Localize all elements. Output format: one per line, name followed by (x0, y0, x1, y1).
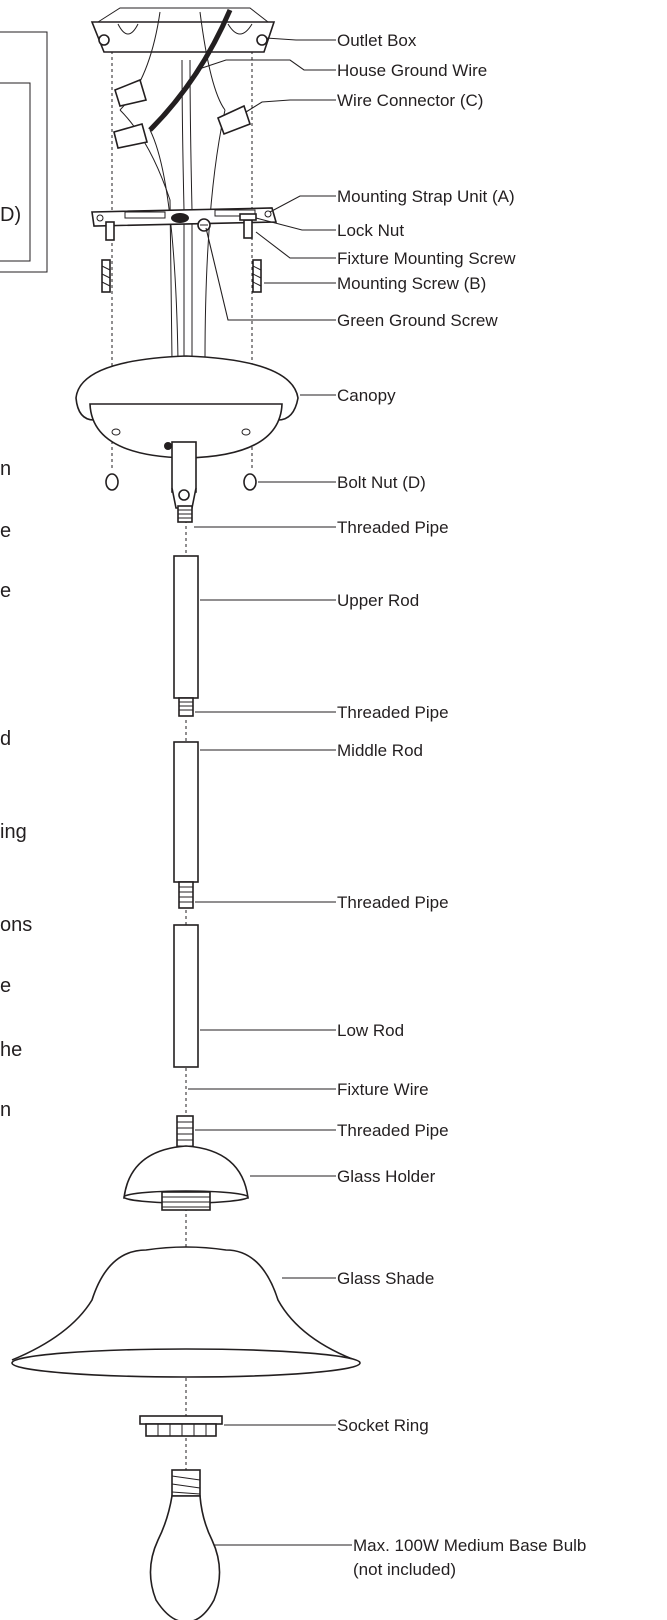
fragment-text: n (0, 458, 11, 480)
label-threaded-pipe: Threaded Pipe (337, 518, 449, 537)
label-bulb: Max. 100W Medium Base Bulb (353, 1536, 586, 1555)
label-canopy: Canopy (337, 386, 396, 405)
label-mounting-screw: Mounting Screw (B) (337, 274, 486, 293)
glass-holder (123, 1145, 249, 1211)
label-lock-nut: Lock Nut (337, 221, 404, 240)
label-low-rod: Low Rod (337, 1021, 404, 1040)
label-mounting-strap: Mounting Strap Unit (A) (337, 187, 515, 206)
fragment-text: e (0, 975, 11, 997)
cropped-frame (0, 31, 48, 273)
label-fixture-wire: Fixture Wire (337, 1080, 429, 1099)
fragment-text: e (0, 580, 11, 602)
bulb-icon (149, 1469, 221, 1620)
label-threaded-pipe: Threaded Pipe (337, 703, 449, 722)
label-glass-shade: Glass Shade (337, 1269, 434, 1288)
label-threaded-pipe: Threaded Pipe (337, 1121, 449, 1140)
middle-rod (173, 741, 199, 909)
fragment-text: ons (0, 914, 32, 936)
wire-connector-icon (113, 78, 252, 149)
part-labels: Outlet Box House Ground Wire Wire Connec… (337, 31, 586, 1579)
label-bolt-nut: Bolt Nut (D) (337, 473, 426, 492)
label-threaded-pipe: Threaded Pipe (337, 893, 449, 912)
label-outlet-box: Outlet Box (337, 31, 417, 50)
mounting-strap (91, 207, 278, 227)
mounting-screw-icon (101, 259, 262, 293)
threaded-pipe-icon (176, 1115, 194, 1153)
label-bulb-note: (not included) (353, 1560, 456, 1579)
label-middle-rod: Middle Rod (337, 741, 423, 760)
label-green-ground-screw: Green Ground Screw (337, 311, 498, 330)
fragment-text: n (0, 1099, 11, 1121)
leader-lines (188, 37, 352, 1546)
label-socket-ring: Socket Ring (337, 1416, 429, 1435)
fragment-text: he (0, 1039, 22, 1061)
glass-shade (11, 1246, 361, 1378)
fragment-text: e (0, 520, 11, 542)
house-wires (119, 9, 233, 361)
outlet-box (90, 7, 276, 53)
low-rod (173, 924, 199, 1068)
fragment-text: D) (0, 204, 21, 226)
fragment-text: ing (0, 821, 27, 843)
fragment-text: d (0, 728, 11, 750)
label-upper-rod: Upper Rod (337, 591, 419, 610)
canopy (75, 355, 299, 459)
fixture-mounting-screw-icon (105, 213, 257, 241)
left-text-fragments: D) n e e d ing ons e he n (0, 204, 32, 1121)
label-glass-holder: Glass Holder (337, 1167, 436, 1186)
label-house-ground-wire: House Ground Wire (337, 61, 487, 80)
socket-ring (139, 1415, 223, 1437)
bolt-nut-icon (105, 473, 257, 491)
label-fixture-mounting-screw: Fixture Mounting Screw (337, 249, 516, 268)
alignment-lines (111, 45, 253, 1470)
green-ground-screw-icon (197, 218, 211, 232)
swivel-coupler (171, 441, 197, 523)
label-wire-connector: Wire Connector (C) (337, 91, 483, 110)
upper-rod (173, 555, 199, 717)
